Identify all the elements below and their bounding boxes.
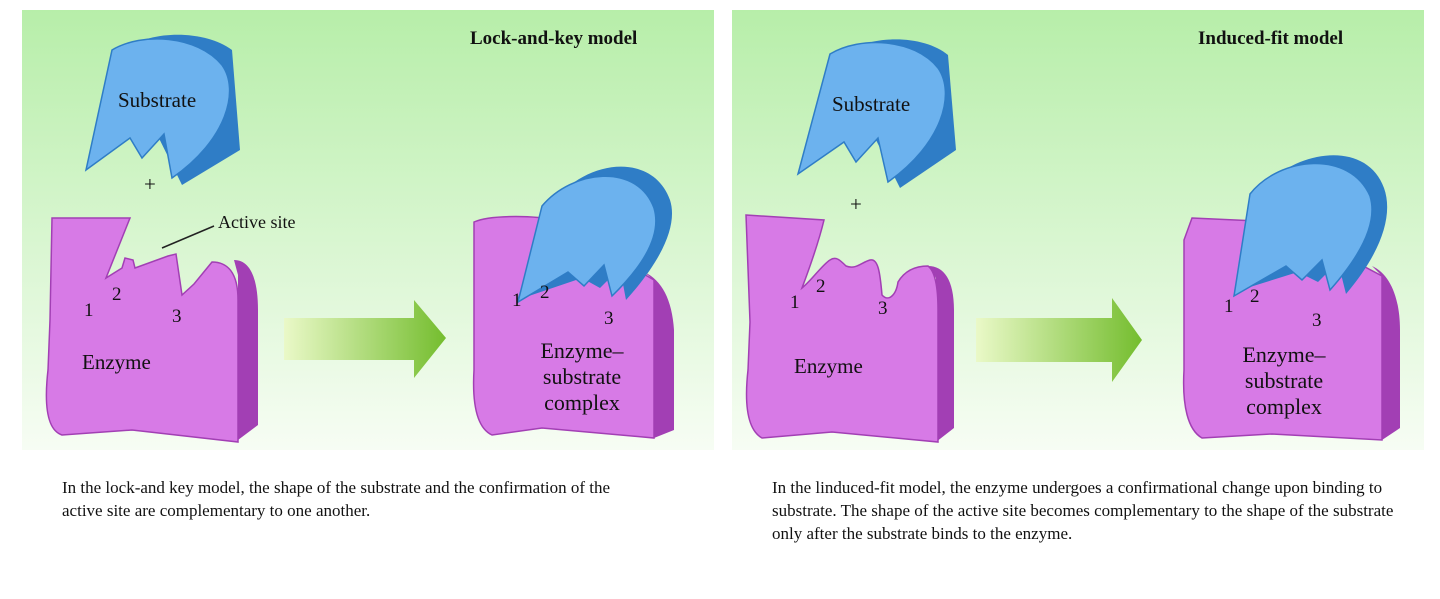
complex-site-number-3: 3	[1312, 310, 1322, 331]
site-number-2: 2	[112, 284, 122, 305]
site-number-1: 1	[84, 300, 94, 321]
transition-arrow	[284, 300, 446, 378]
enzyme-label: Enzyme	[82, 350, 151, 374]
lock-and-key-panel: Lock-and-key model Substrate + Active si…	[22, 10, 714, 450]
complex-label: Enzyme– substrate complex	[522, 338, 642, 416]
enzyme-substrate-complex-shape	[1182, 155, 1400, 441]
site-number-3: 3	[172, 306, 182, 327]
transition-arrow	[976, 298, 1142, 382]
induced-fit-panel: Induced-fit model Substrate + 1 2 3 Enzy…	[732, 10, 1424, 450]
complex-site-number-2: 2	[1250, 286, 1260, 307]
complex-site-number-2: 2	[540, 282, 550, 303]
site-number-1: 1	[790, 292, 800, 313]
complex-label-line3: complex	[1246, 394, 1322, 419]
panel-title: Lock-and-key model	[470, 28, 638, 49]
active-site-label: Active site	[218, 212, 296, 232]
lock-and-key-caption: In the lock-and key model, the shape of …	[62, 478, 611, 520]
substrate-label: Substrate	[832, 92, 911, 116]
plus-sign: +	[850, 192, 862, 216]
complex-label-line2: substrate	[542, 364, 622, 389]
enzyme-shape	[45, 217, 258, 443]
plus-sign: +	[144, 172, 156, 196]
complex-label-line2: substrate	[1244, 368, 1324, 393]
enzyme-shape	[745, 214, 954, 443]
complex-label: Enzyme– substrate complex	[1224, 342, 1344, 420]
induced-fit-illustration	[732, 10, 1424, 450]
substrate-label: Substrate	[118, 88, 197, 112]
lock-and-key-illustration	[22, 10, 714, 450]
complex-label-line3: complex	[544, 390, 620, 415]
substrate-shape	[796, 39, 956, 188]
enzyme-substrate-complex-shape	[472, 166, 674, 439]
complex-site-number-3: 3	[604, 308, 614, 329]
complex-label-line1: Enzyme–	[1242, 342, 1326, 367]
complex-site-number-1: 1	[512, 290, 522, 311]
enzyme-label: Enzyme	[794, 354, 863, 378]
induced-fit-caption: In the linduced-fit model, the enzyme un…	[772, 478, 1394, 543]
panel-title: Induced-fit model	[1198, 28, 1344, 49]
complex-site-number-1: 1	[1224, 296, 1234, 317]
site-number-2: 2	[816, 276, 826, 297]
site-number-3: 3	[878, 298, 888, 319]
substrate-shape	[84, 34, 240, 185]
active-site-pointer	[161, 225, 215, 249]
complex-label-line1: Enzyme–	[540, 338, 624, 363]
